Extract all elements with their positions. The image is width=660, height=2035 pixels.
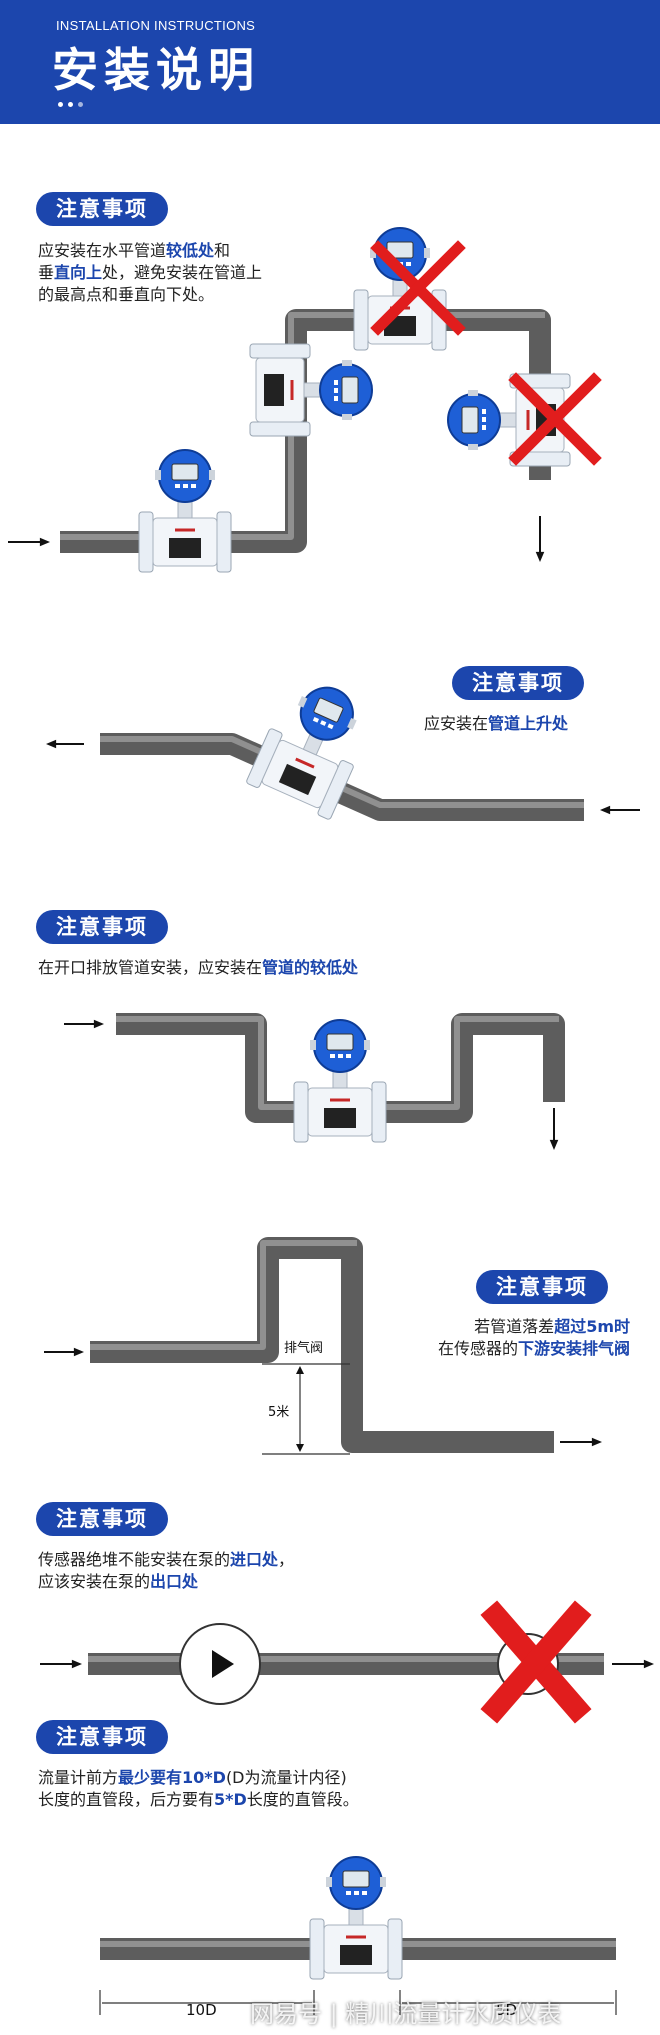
- flowmeter-icon: [447, 373, 571, 467]
- note-text: 应该安装在泵的: [38, 1572, 151, 1591]
- note-text: 应安装在水平管道: [38, 241, 167, 260]
- note-highlight: 管道的较低处: [262, 958, 359, 977]
- flow-arrow-icon: [44, 1347, 84, 1357]
- note-text: 垂: [38, 263, 55, 282]
- section-4-badge: 注意事项: [476, 1270, 608, 1304]
- flowmeter-icon: [353, 227, 447, 351]
- pump-play-icon: [212, 1650, 234, 1678]
- flowmeter-icon: [309, 1856, 403, 1980]
- header-dot: [78, 102, 83, 107]
- valve-label: 排气阀: [284, 1340, 323, 1356]
- section-4-note: 若管道落差超过5m时在传感器的下游安装排气阀: [438, 1316, 630, 1360]
- watermark: 网易号 | 精川流量计水质仪表: [250, 2000, 562, 2028]
- note-highlight: 下游安装排气阀: [517, 1339, 630, 1358]
- upstream-length-label: 10D: [186, 2001, 217, 2019]
- flow-arrow-icon: [40, 1659, 82, 1669]
- note-text: 长度的直管段，后方要有: [38, 1790, 215, 1809]
- note-line: 传感器绝堆不能安装在泵的进口处，: [38, 1549, 294, 1571]
- section-5-diagram: [40, 1600, 654, 1724]
- note-highlight: 较低处: [166, 241, 215, 260]
- x-mark: [370, 240, 466, 336]
- flow-arrow-icon: [46, 739, 84, 749]
- note-text: 长度的直管段。: [246, 1790, 359, 1809]
- section-2-note: 应安装在管道上升处: [424, 713, 568, 735]
- note-text: 应安装在: [424, 714, 489, 733]
- flowmeter-icon: [293, 1019, 387, 1143]
- note-line: 应安装在管道上升处: [424, 713, 568, 735]
- note-highlight: 管道上升处: [488, 714, 569, 733]
- note-highlight: 最少要有10*D: [118, 1768, 226, 1787]
- note-line: 若管道落差超过5m时: [438, 1316, 630, 1338]
- note-highlight: 5*D: [214, 1790, 247, 1809]
- flow-arrow-icon: [64, 1019, 104, 1029]
- section-3-badge: 注意事项: [36, 910, 168, 944]
- note-text: 的最高点和垂直向下处。: [38, 285, 215, 304]
- section-6-diagram: 10D 5D: [99, 1856, 617, 2019]
- flowmeter-icon: [138, 449, 232, 573]
- flow-arrow-icon: [8, 537, 50, 547]
- header-dot: [68, 102, 73, 107]
- section-5-badge: 注意事项: [36, 1502, 168, 1536]
- section-4-diagram: 排气阀 5米: [44, 1237, 602, 1455]
- flow-arrow-icon: [612, 1659, 654, 1669]
- note-text: 在传感器的: [437, 1339, 518, 1358]
- section-1-diagram: [8, 227, 602, 573]
- note-text: 在开口排放管道安装，应安装在: [38, 958, 263, 977]
- height-label: 5米: [268, 1405, 289, 1420]
- note-text: 若管道落差: [474, 1317, 555, 1336]
- note-highlight: 直向上: [54, 263, 103, 282]
- downstream-length-label: 5D: [496, 2001, 517, 2019]
- note-text: 传感器绝堆不能安装在泵的: [38, 1550, 231, 1569]
- flowmeter-icon: [246, 686, 357, 820]
- section-5-note: 传感器绝堆不能安装在泵的进口处，应该安装在泵的出口处: [38, 1549, 294, 1593]
- note-highlight: 进口处: [230, 1550, 279, 1569]
- flow-arrow-icon: [560, 1437, 602, 1447]
- flow-arrow-icon: [535, 516, 545, 562]
- note-text: 流量计前方: [38, 1768, 119, 1787]
- header-title: 安装说明: [52, 43, 260, 97]
- note-highlight: 出口处: [150, 1572, 199, 1591]
- note-highlight: 超过5m时: [554, 1317, 630, 1336]
- flow-arrow-icon: [549, 1108, 559, 1150]
- section-3-diagram: [64, 1013, 565, 1150]
- flow-arrow-icon: [600, 805, 640, 815]
- header-banner: [0, 0, 660, 124]
- note-text: ，: [278, 1550, 295, 1569]
- section-6-badge: 注意事项: [36, 1720, 168, 1754]
- section-6-note: 流量计前方最少要有10*D(D为流量计内径)长度的直管段，后方要有5*D长度的直…: [38, 1767, 359, 1811]
- x-mark: [480, 1600, 592, 1724]
- note-text: 和: [214, 241, 231, 260]
- section-1-note: 应安装在水平管道较低处和垂直向上处，避免安装在管道上的最高点和垂直向下处。: [38, 240, 262, 306]
- note-line: 在传感器的下游安装排气阀: [438, 1338, 630, 1360]
- section-3-note: 在开口排放管道安装，应安装在管道的较低处: [38, 957, 358, 979]
- note-line: 应安装在水平管道较低处和: [38, 240, 262, 262]
- note-line: 垂直向上处，避免安装在管道上: [38, 262, 262, 284]
- x-mark: [508, 372, 602, 466]
- note-text: 处，避免安装在管道上: [102, 263, 263, 282]
- section-2-diagram: [46, 686, 640, 821]
- note-line: 长度的直管段，后方要有5*D长度的直管段。: [38, 1789, 359, 1811]
- header-subtitle: INSTALLATION INSTRUCTIONS: [56, 18, 256, 33]
- flowmeter-icon: [249, 343, 373, 437]
- note-line: 的最高点和垂直向下处。: [38, 284, 262, 306]
- section-1-badge: 注意事项: [36, 192, 168, 226]
- header-dot: [58, 102, 63, 107]
- note-text: (D为流量计内径): [225, 1768, 347, 1787]
- section-2-badge: 注意事项: [452, 666, 584, 700]
- note-line: 在开口排放管道安装，应安装在管道的较低处: [38, 957, 358, 979]
- note-line: 流量计前方最少要有10*D(D为流量计内径): [38, 1767, 359, 1789]
- note-line: 应该安装在泵的出口处: [38, 1571, 294, 1593]
